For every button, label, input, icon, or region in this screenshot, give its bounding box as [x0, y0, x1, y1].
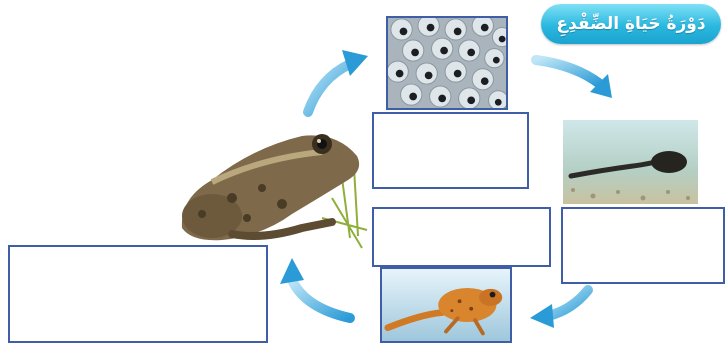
answer-box-adult-frog[interactable]: [8, 245, 268, 343]
frog-eggs-photo: [386, 16, 508, 110]
arrow-froglet-to-frog: [280, 258, 350, 318]
arrow-eggs-to-tadpole: [536, 60, 612, 98]
arrow-frog-to-eggs: [308, 50, 368, 112]
tadpole-photo: [563, 120, 698, 204]
arrow-tadpole-to-froglet: [530, 290, 588, 328]
answer-box-eggs[interactable]: [372, 112, 529, 189]
answer-box-froglet[interactable]: [372, 207, 551, 267]
froglet-photo: [380, 267, 512, 343]
diagram-title: دَوْرَةُ حَيَاةِ الضِّفْدِعِ: [541, 4, 721, 44]
adult-frog-photo: [172, 118, 372, 253]
answer-box-tadpole[interactable]: [561, 207, 725, 284]
